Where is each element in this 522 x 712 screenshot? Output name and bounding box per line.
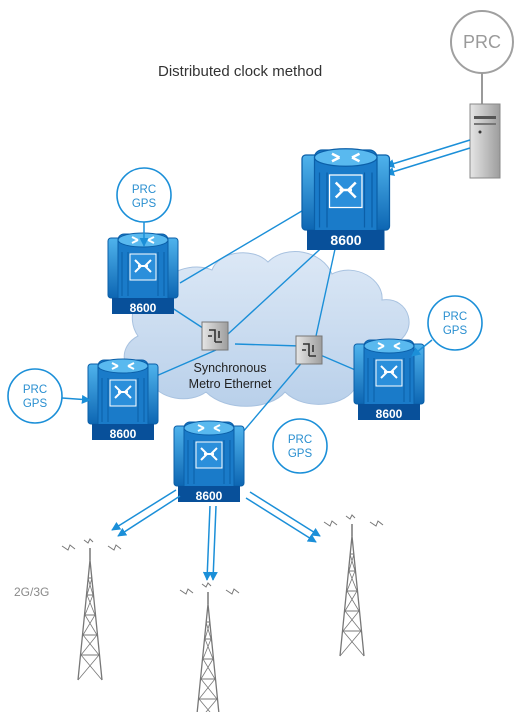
switch-1-icon	[201, 321, 229, 351]
clock-source-3-line1: PRC	[443, 311, 467, 323]
diagram-title: Distributed clock method	[158, 63, 322, 80]
cloud-label-line2: Metro Ethernet	[189, 377, 272, 391]
clock-source-2-line2: GPS	[23, 398, 48, 410]
clock-source-2-arrow	[61, 394, 91, 404]
clock-source-3: PRC GPS	[427, 295, 483, 351]
clock-source-1-line1: PRC	[132, 184, 156, 196]
router-left-upper-label: 8600	[130, 301, 157, 315]
generation-label: 2G/3G	[14, 585, 49, 599]
clock-source-1: PRC GPS	[116, 167, 172, 223]
router-bottom-label: 8600	[196, 489, 223, 503]
cell-tower-middle-icon	[179, 582, 240, 712]
clock-source-2: PRC GPS	[7, 368, 63, 424]
clock-source-1-line2: GPS	[132, 198, 157, 210]
server-to-core-arrow-1	[385, 139, 471, 168]
server-icon	[469, 103, 501, 179]
router-left-lower-label: 8600	[110, 427, 137, 441]
clock-source-3-line2: GPS	[443, 325, 468, 337]
clock-source-4: PRC GPS	[272, 418, 328, 474]
clock-source-3-arrow	[411, 339, 433, 357]
server-to-core-arrow-2	[385, 147, 471, 176]
cell-tower-left-icon	[61, 538, 122, 681]
prc-top-label: PRC	[463, 32, 501, 52]
clock-source-4-line2: GPS	[288, 448, 313, 460]
clock-source-4-line1: PRC	[288, 434, 312, 446]
router-right-label: 8600	[376, 407, 403, 421]
router-core-label: 8600	[330, 232, 361, 248]
cell-tower-right-icon	[323, 514, 384, 657]
tower-arrows	[111, 489, 321, 581]
clock-source-2-line1: PRC	[23, 384, 47, 396]
switch-2-icon	[295, 335, 323, 365]
cloud-label-line1: Synchronous	[194, 361, 267, 375]
